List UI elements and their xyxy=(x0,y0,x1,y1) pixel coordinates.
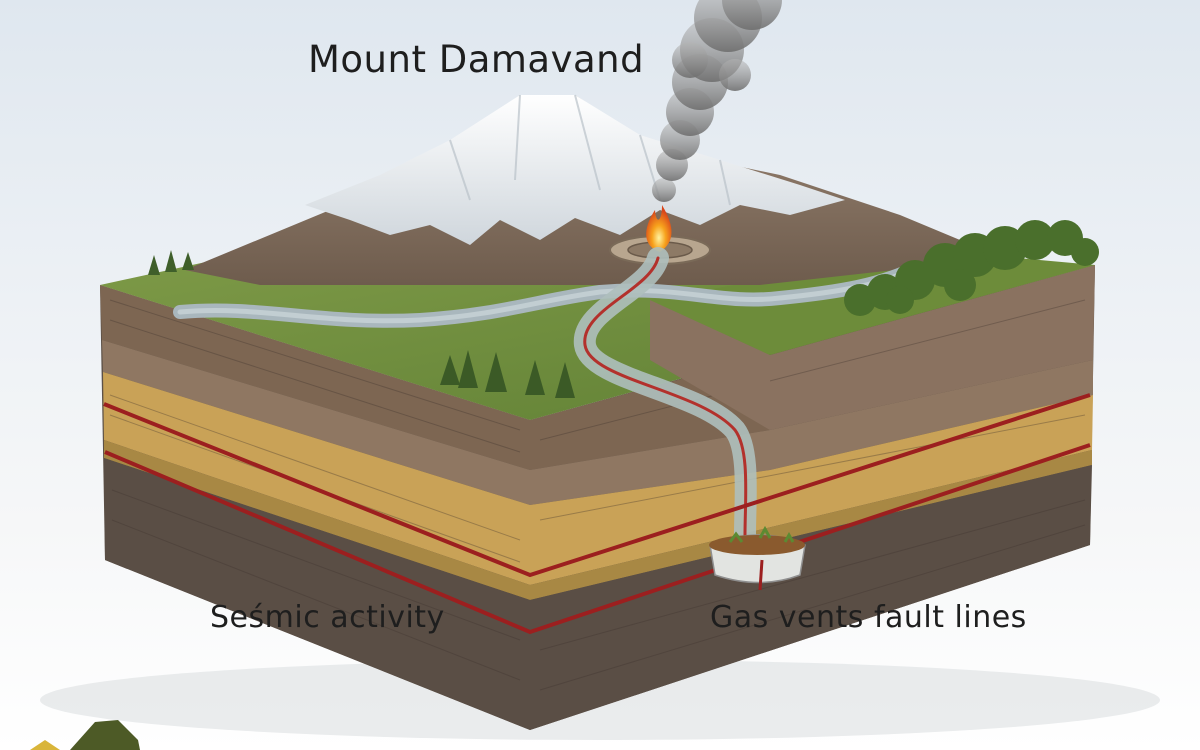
smoke-plume xyxy=(652,0,782,202)
eruption-fire xyxy=(646,205,672,252)
snow-cap xyxy=(305,95,845,245)
fault-line-lower xyxy=(104,443,1091,635)
fault-lines xyxy=(103,393,1091,635)
fault-line-upper xyxy=(103,393,1091,578)
diagram-title: Mount Damavand xyxy=(308,38,645,81)
gas-vent-chamber xyxy=(709,525,806,591)
left-face-strata xyxy=(100,285,530,730)
magma-conduit xyxy=(573,247,757,546)
gas-vents-fault-lines-label: Gas vents fault lines xyxy=(710,600,1027,635)
forest-right xyxy=(844,220,1099,316)
logo-mark xyxy=(30,720,140,750)
seismic-activity-label: Seśmic activity xyxy=(210,600,445,635)
mount-damavand xyxy=(185,94,960,285)
right-face-strata xyxy=(530,265,1095,730)
trees-left-back xyxy=(148,250,194,275)
trees-center xyxy=(440,350,575,398)
